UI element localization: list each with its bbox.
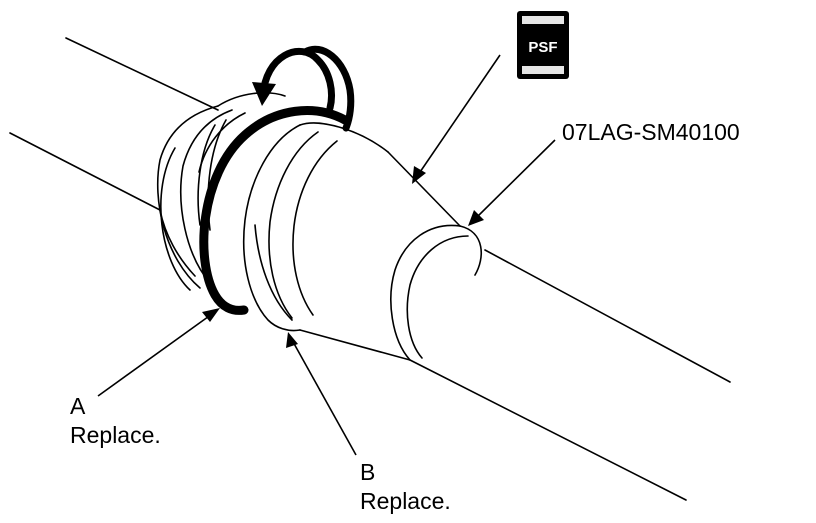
leader-b — [291, 339, 357, 456]
o-ring-a — [199, 106, 350, 315]
arrowhead-tool — [468, 210, 484, 226]
tool-number-label: 07LAG-SM40100 — [562, 119, 740, 145]
arrowhead-b — [286, 332, 298, 348]
psf-badge-text: PSF — [528, 39, 557, 56]
collar-b-outer — [299, 122, 389, 153]
leader-a — [97, 313, 213, 397]
shaft-left-bottom-edge — [9, 132, 161, 211]
rotation-arrow-back — [301, 45, 355, 132]
rotation-arrowhead — [252, 82, 276, 106]
rotation-arrow-front — [259, 47, 335, 112]
tool-top-edge — [387, 151, 461, 227]
tool-shaft-top-edge — [484, 249, 731, 383]
tool-shaft-bottom-edge — [409, 359, 687, 501]
callout-a-letter: A — [70, 393, 86, 419]
callout-b-letter: B — [360, 459, 376, 485]
tool-bottom-edge — [299, 329, 411, 361]
leader-psf — [417, 54, 501, 176]
arrowhead-a — [202, 308, 220, 322]
shaft-left-top-edge — [65, 37, 219, 111]
arrowhead-psf — [412, 166, 426, 184]
callout-a-note: Replace. — [70, 422, 161, 448]
flange-outer-body — [160, 147, 191, 291]
callout-b-note: Replace. — [360, 488, 451, 514]
leader-tool — [475, 139, 556, 219]
flange-outer-rim — [217, 92, 286, 107]
psf-grease-icon: PSF — [516, 10, 570, 80]
